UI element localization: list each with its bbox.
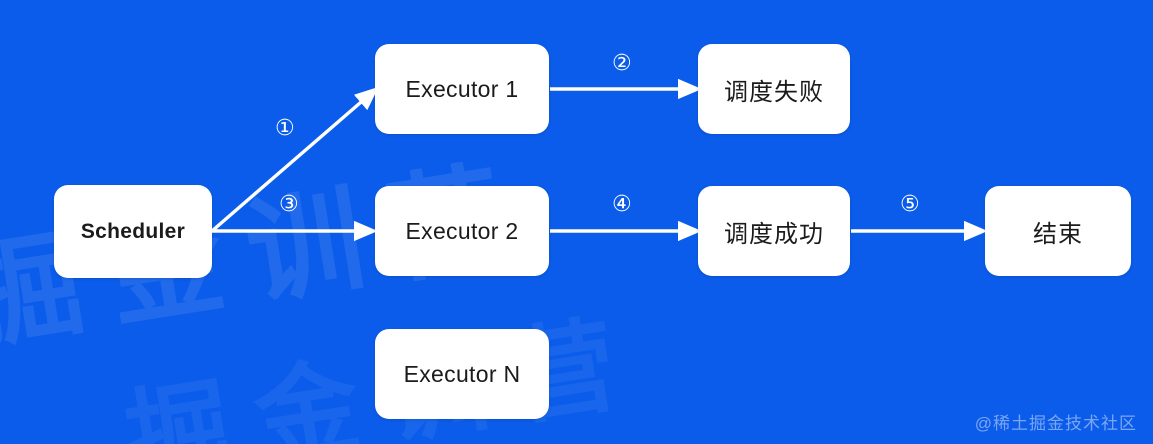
node-executor-2[interactable]: Executor 2: [375, 186, 549, 276]
edge-label-edge-1: ①: [275, 115, 295, 140]
node-label-end: 结束: [1033, 220, 1083, 248]
node-label-scheduler: Scheduler: [80, 219, 186, 243]
edge-label-edge-3: ③: [279, 191, 299, 216]
node-executor-n[interactable]: Executor N: [375, 329, 549, 419]
node-label-executor-1: Executor 1: [405, 75, 519, 102]
edge-label-edge-5: ⑤: [900, 191, 920, 216]
edge-label-edge-2: ②: [612, 50, 632, 75]
node-dispatch-fail[interactable]: 调度失败: [698, 44, 850, 134]
node-end[interactable]: 结束: [985, 186, 1131, 276]
corner-watermark: @稀土掘金技术社区: [974, 414, 1137, 433]
node-executor-1[interactable]: Executor 1: [375, 44, 549, 134]
node-label-executor-2: Executor 2: [405, 217, 519, 244]
node-label-dispatch-fail: 调度失败: [724, 78, 824, 106]
node-dispatch-ok[interactable]: 调度成功: [698, 186, 850, 276]
node-label-dispatch-ok: 调度成功: [724, 220, 824, 248]
node-label-executor-n: Executor N: [403, 360, 521, 387]
edge-label-edge-4: ④: [612, 191, 632, 216]
node-scheduler[interactable]: Scheduler: [54, 185, 212, 278]
